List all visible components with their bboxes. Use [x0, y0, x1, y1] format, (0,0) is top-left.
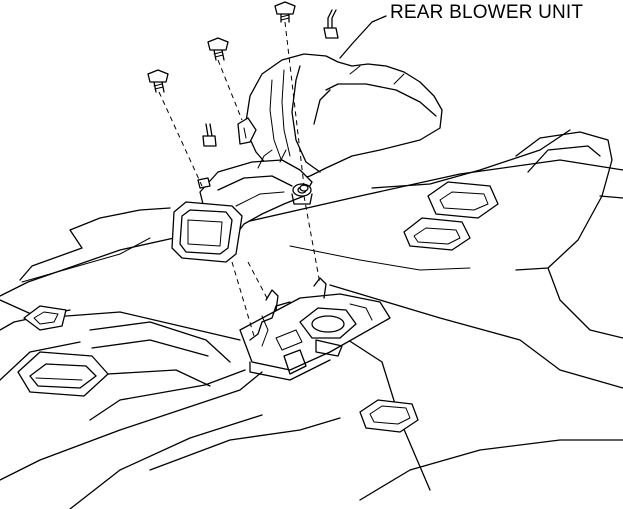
connector-1	[323, 9, 339, 39]
bolt-3	[147, 69, 169, 93]
bolt-1	[274, 1, 296, 23]
rear-blower-unit	[171, 53, 443, 263]
floor-panel	[0, 129, 623, 509]
connector-2	[202, 123, 217, 147]
floor-vent-left	[17, 305, 231, 397]
bolt-2	[207, 37, 229, 61]
center-console-mount	[239, 277, 391, 381]
seat	[359, 131, 623, 433]
connector-3	[197, 177, 211, 189]
rear-blower-unit-label: REAR BLOWER UNIT	[390, 2, 584, 23]
alignment-lines	[158, 21, 321, 337]
callout-leader	[339, 15, 387, 59]
